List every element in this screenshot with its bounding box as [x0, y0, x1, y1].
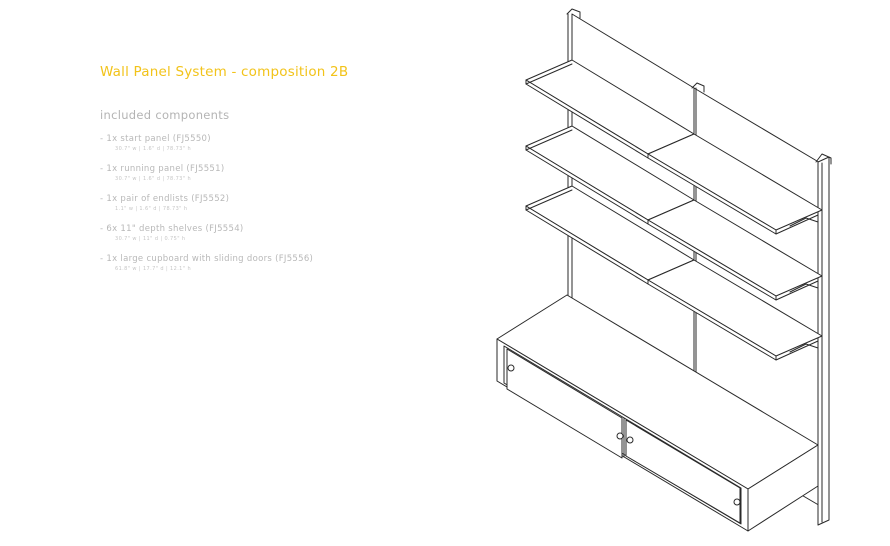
component-name: - 6x 11" depth shelves (FJ5554): [100, 224, 244, 234]
list-item: - 1x running panel (FJ5551) 30.7" w | 1.…: [100, 163, 460, 183]
component-dimensions: 30.7" w | 11" d | 0.75" h: [115, 236, 186, 242]
shelf: [647, 259, 823, 361]
component-dimensions: 1.1" w | 1.6" d | 78.73" h: [115, 206, 188, 212]
door-handle: [626, 436, 634, 444]
page-title: Wall Panel System - composition 2B: [100, 64, 349, 80]
door-handle: [507, 364, 515, 372]
cupboard: [496, 294, 819, 532]
sliding-door-right: [625, 419, 741, 524]
door-handle: [733, 498, 741, 506]
list-item: - 1x pair of endlists (FJ5552) 1.1" w | …: [100, 193, 460, 213]
component-name: - 1x large cupboard with sliding doors (…: [100, 254, 314, 264]
shelf: [647, 199, 823, 301]
sliding-door-left: [506, 348, 623, 459]
list-item: - 6x 11" depth shelves (FJ5554) 30.7" w …: [100, 223, 460, 243]
component-dimensions: 30.7" w | 1.6" d | 78.73" h: [115, 146, 192, 152]
shelf: [647, 133, 823, 235]
door-handle: [616, 432, 624, 440]
component-name: - 1x start panel (FJ5550): [100, 134, 211, 144]
component-dimensions: 30.7" w | 1.6" d | 78.73" h: [115, 176, 192, 182]
description-panel: Wall Panel System - composition 2B inclu…: [100, 64, 460, 283]
list-item: - 1x large cupboard with sliding doors (…: [100, 253, 460, 273]
components-heading: included components: [100, 108, 230, 122]
endlist: [815, 153, 832, 526]
component-name: - 1x running panel (FJ5551): [100, 164, 225, 174]
list-item: - 1x start panel (FJ5550) 30.7" w | 1.6"…: [100, 133, 460, 153]
component-dimensions: 61.8" w | 17.7" d | 12.1" h: [115, 266, 192, 272]
components-list: - 1x start panel (FJ5550) 30.7" w | 1.6"…: [100, 133, 460, 273]
component-name: - 1x pair of endlists (FJ5552): [100, 194, 230, 204]
